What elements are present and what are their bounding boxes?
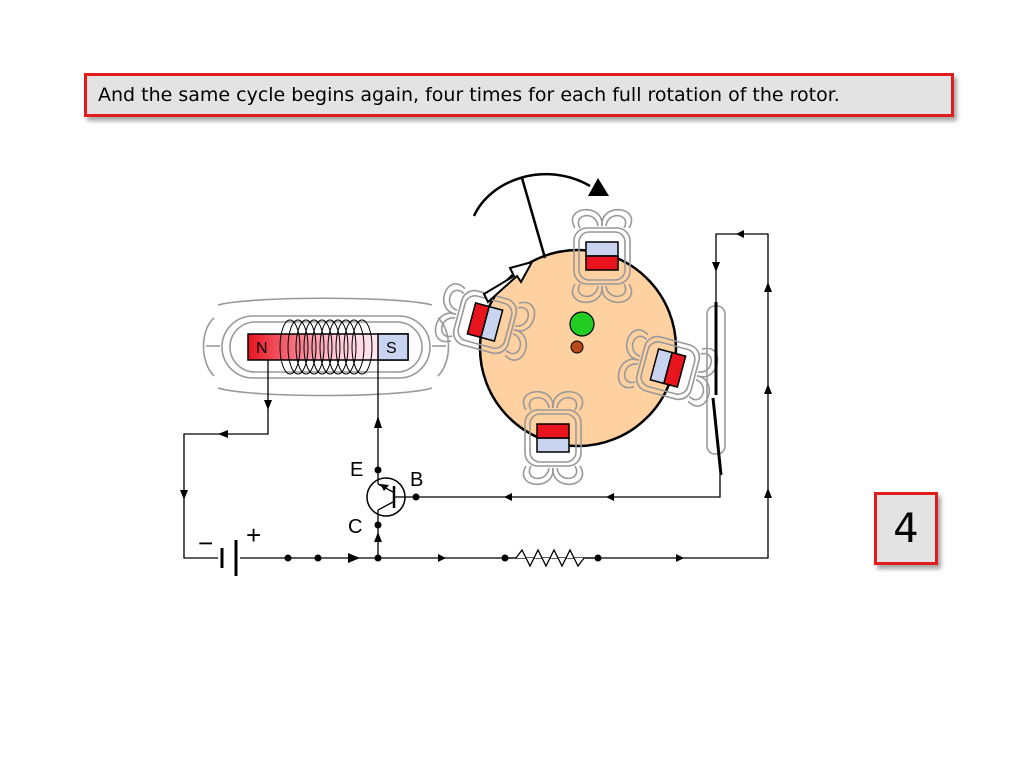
transistor: [366, 476, 410, 520]
force-arrow: [482, 260, 535, 304]
reed-switch: [706, 302, 726, 476]
battery-plus-label: +: [246, 520, 261, 550]
caption-box: And the same cycle begins again, four ti…: [84, 73, 954, 117]
emitter-label: E: [350, 459, 363, 481]
step-number-box: 4: [874, 492, 938, 565]
rotor-axle: [569, 311, 595, 337]
battery: [218, 540, 240, 576]
rotation-arrow: [472, 172, 609, 259]
battery-minus-label: −: [198, 528, 213, 558]
south-pole-label: S: [386, 340, 397, 357]
collector-label: C: [348, 516, 362, 538]
junction-dots: [284, 466, 602, 562]
caption-text: And the same cycle begins again, four ti…: [98, 84, 840, 106]
step-number: 4: [893, 505, 919, 552]
stator-field-lines: [202, 297, 450, 397]
north-pole-label: N: [256, 340, 268, 357]
base-label: B: [410, 469, 423, 491]
stator-coil: [279, 319, 373, 375]
current-arrows: [180, 230, 772, 563]
circuit-wires: [183, 233, 769, 559]
resistor: [505, 548, 598, 568]
rotor-pivot: [570, 340, 584, 354]
